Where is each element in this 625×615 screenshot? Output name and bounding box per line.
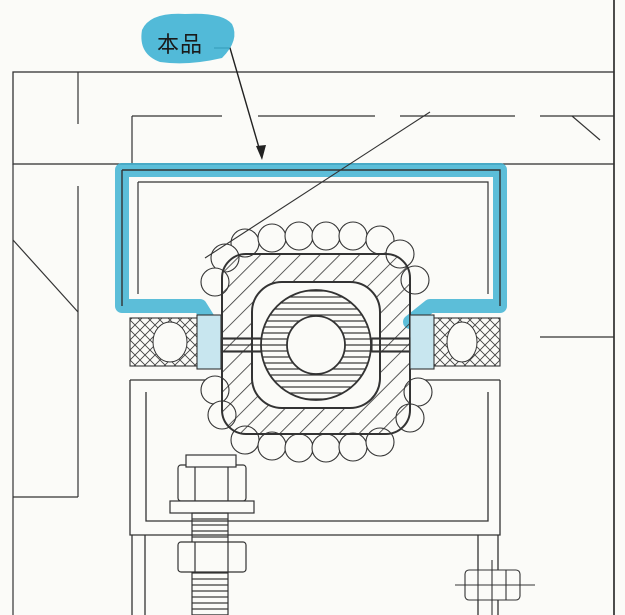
side-bolt-right — [371, 314, 435, 370]
dashed-line — [131, 115, 614, 338]
ceiling-beam — [12, 71, 615, 165]
label-highlight — [141, 13, 235, 64]
small-bolt — [455, 560, 535, 615]
callout-leader — [214, 47, 263, 159]
center-hole — [286, 315, 346, 375]
side-bolt-left — [196, 314, 262, 370]
bottom-bolt — [169, 454, 255, 615]
section-leader — [204, 111, 431, 259]
left-panel — [12, 72, 79, 615]
callout-label: 本品 — [157, 33, 204, 58]
